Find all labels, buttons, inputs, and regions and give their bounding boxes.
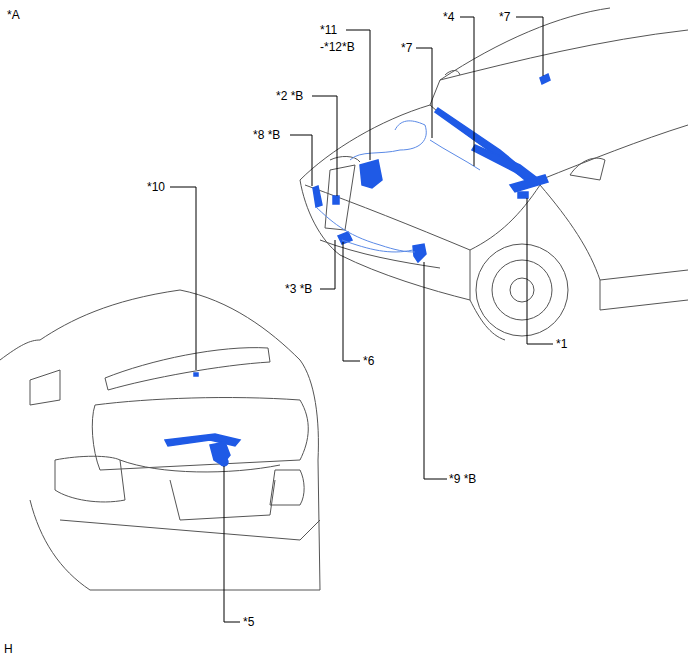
callout-number: *3 *B xyxy=(284,282,313,296)
callout-number: *10 xyxy=(146,180,166,194)
callout-number: *9 *B xyxy=(448,472,477,486)
callout-number: *7 xyxy=(498,10,511,24)
figure-code: H xyxy=(3,642,14,656)
callout-number: *4 xyxy=(442,10,455,24)
callout-number: *6 xyxy=(362,354,375,368)
callout-number: *5 xyxy=(242,615,255,629)
figure-id: *A xyxy=(6,8,21,22)
callout-number: *2 *B xyxy=(275,89,304,103)
callout-number: -*12*B xyxy=(319,40,356,54)
callout-number: *7 xyxy=(400,41,413,55)
callout-number: *1 xyxy=(555,337,568,351)
callout-number: *11 xyxy=(319,23,338,37)
callout-number: *8 *B xyxy=(252,128,281,142)
